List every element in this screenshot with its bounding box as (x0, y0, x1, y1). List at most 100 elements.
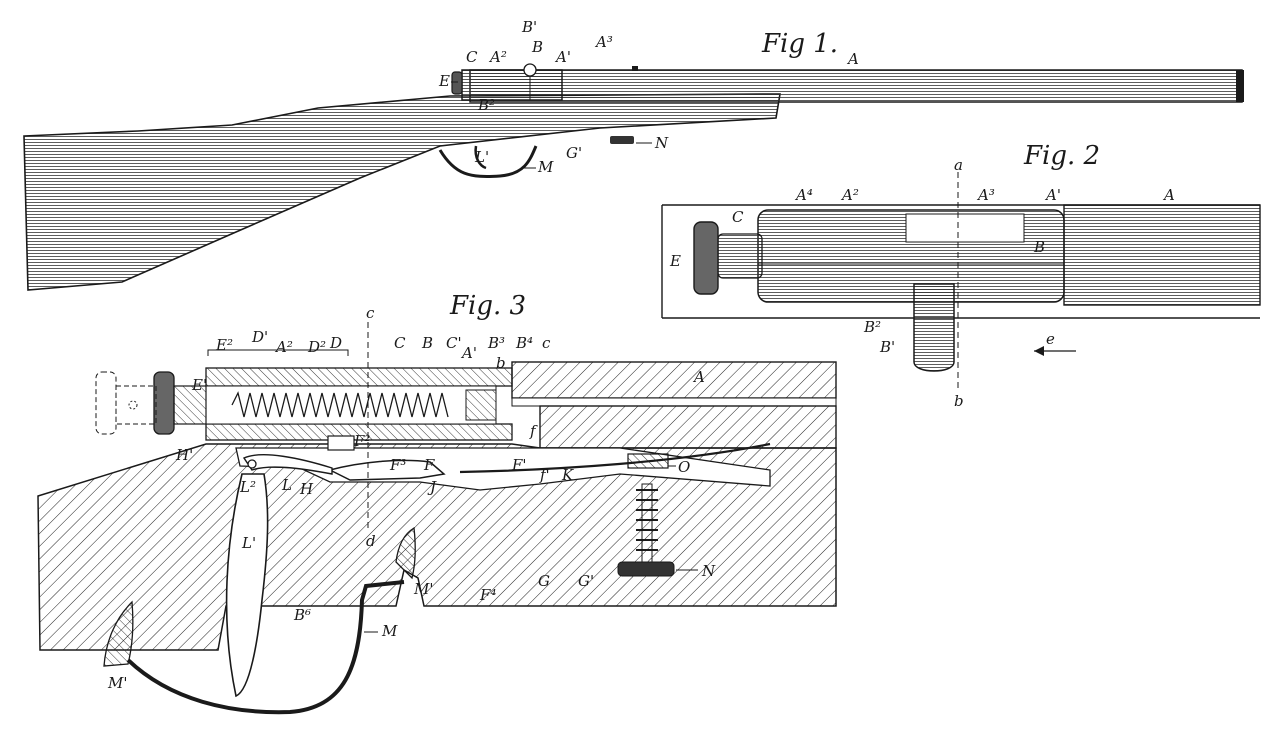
fig2-label-C: C (732, 208, 744, 226)
fig3-label-L: L (281, 476, 292, 494)
fig2-label-A1: A' (1044, 186, 1061, 204)
fig3-label-C1: C' (446, 334, 462, 352)
fig3-label-F3: F³ (389, 456, 406, 474)
fig2-label-e: e (1046, 330, 1055, 348)
fig3-label-N: N (701, 562, 716, 580)
fig3-label-H: H (299, 480, 314, 498)
fig3-receiver-top (205, 367, 513, 387)
fig3-label-J: J (427, 478, 437, 496)
fig3-label-O: O (678, 458, 690, 476)
fig1-title: Fig 1. (761, 29, 838, 59)
fig2-label-b: b (954, 392, 964, 410)
fig3-label-F: F (423, 456, 435, 474)
fig3-label-b: b (496, 354, 506, 372)
fig3-label-f1: f' (539, 466, 550, 484)
figure-1: Fig 1. E C A² B B' A' A³ A B² L' M G' N (23, 18, 1244, 291)
fig2-label-A2: A² (840, 186, 859, 204)
fig2-label-A4: A⁴ (794, 186, 813, 204)
fig3-sear-spring (459, 442, 771, 474)
fig3-bolt-chamber (205, 385, 497, 425)
fig3-mainspring (231, 391, 449, 418)
fig3-label-B3: B³ (487, 334, 505, 352)
fig1-screw (610, 136, 634, 144)
fig1-sight (632, 66, 638, 71)
fig2-label-a: a (954, 156, 963, 174)
fig1-trigger (474, 145, 487, 170)
fig1-label-L1: L' (474, 148, 489, 166)
fig3-label-F1: F' (511, 456, 527, 474)
fig3-label-G: G (538, 572, 550, 590)
fig3-knob-alternate (95, 371, 117, 435)
fig3-screw-nut (627, 453, 669, 469)
fig3-guard-tang-left (103, 600, 134, 667)
fig3-brace (207, 349, 349, 356)
fig1-label-A: A (846, 50, 859, 68)
fig1-label-B2: B² (477, 96, 495, 114)
fig1-label-G1: G' (566, 144, 582, 162)
fig3-bore (511, 397, 837, 407)
fig3-label-E2: E² (215, 336, 233, 354)
fig3-label-F2: F² (353, 432, 370, 450)
fig2-slot (905, 213, 1025, 243)
fig3-label-B6: B⁶ (293, 606, 311, 624)
fig1-label-B1: B' (521, 18, 537, 36)
fig1-barrel (469, 69, 1243, 103)
fig1-label-A1: A' (554, 48, 571, 66)
fig2-bolt-handle (913, 283, 955, 372)
fig2-label-B: B (1033, 238, 1045, 256)
fig1-receiver (461, 69, 563, 101)
fig3-label-E1: E' (191, 376, 207, 394)
fig1-label-A3: A³ (594, 33, 613, 51)
fig3-label-L1: L' (241, 534, 256, 552)
fig3-knob (153, 371, 175, 435)
fig3-label-D2: D² (307, 338, 326, 356)
fig3-label-M1-left: M' (107, 674, 127, 692)
fig3-trigger-lever (242, 454, 333, 475)
fig3-label-G1: G' (578, 572, 594, 590)
figure-3: Fig. 3 (37, 291, 837, 715)
fig2-label-A3: A³ (976, 186, 995, 204)
fig2-label-A: A (1162, 186, 1175, 204)
fig2-cocking-piece (717, 233, 763, 279)
fig1-label-E: E (438, 72, 450, 90)
fig3-label-M1-right: M' (413, 580, 433, 598)
fig3-title: Fig. 3 (449, 291, 526, 321)
fig2-knob (693, 221, 719, 295)
fig3-label-D: D (329, 334, 342, 352)
fig2-barrel (1063, 204, 1261, 306)
fig3-sear (327, 459, 446, 481)
fig1-knob (451, 71, 463, 95)
fig3-label-H1: H' (175, 446, 193, 464)
fig3-label-F4: F⁴ (479, 586, 496, 604)
fig3-cocking-stem (173, 385, 207, 425)
fig3-bolt-head (465, 389, 497, 421)
fig3-label-d: d (366, 532, 376, 550)
fig2-label-B1: B' (879, 338, 895, 356)
fig3-trigger (225, 473, 269, 698)
fig3-label-M: M (381, 622, 398, 640)
fig2-title: Fig. 2 (1023, 141, 1100, 171)
fig1-muzzle (1236, 70, 1244, 102)
fig3-label-B: B (421, 334, 433, 352)
fig1-label-B: B (531, 38, 543, 56)
fig3-label-A: A (692, 368, 705, 386)
fig3-sear-nose (327, 435, 355, 451)
fig1-label-A2: A² (488, 48, 507, 66)
fig1-stock (23, 93, 781, 291)
fig3-label-A2: A² (274, 338, 293, 356)
fig3-screw-head (617, 561, 675, 577)
fig1-label-M: M (537, 158, 554, 176)
fig3-label-L2: L² (239, 478, 256, 496)
fig3-label-B4: B⁴ (515, 334, 533, 352)
fig2-label-E: E (669, 252, 681, 270)
fig3-label-K: K (561, 466, 574, 484)
fig3-label-D1: D' (251, 328, 268, 346)
fig1-bolt-handle (523, 63, 537, 77)
fig3-label-f: f (529, 422, 538, 440)
fig3-label-A1: A' (460, 344, 477, 362)
fig3-label-C: C (394, 334, 406, 352)
fig3-label-c-top: c (366, 304, 375, 322)
figure-2: Fig. 2 a A⁴ A² A³ A' A C E B B² B' b e (661, 141, 1261, 410)
